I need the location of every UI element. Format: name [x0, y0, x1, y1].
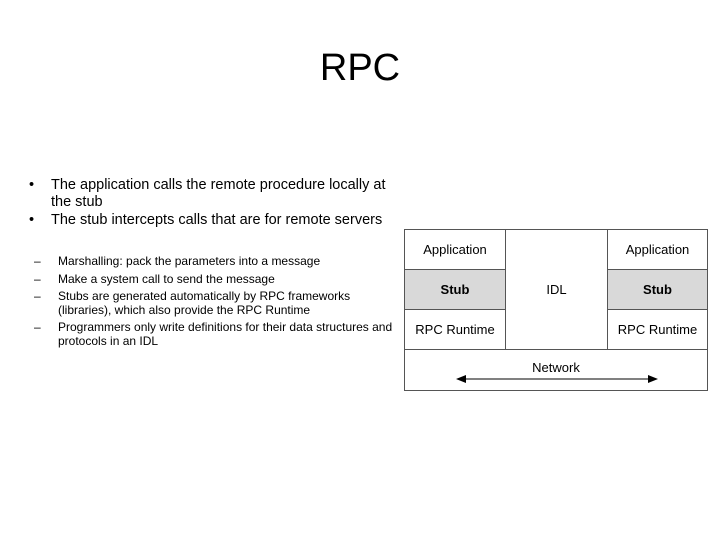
- sub-bullet-item: –Programmers only write definitions for …: [34, 320, 393, 348]
- right-rpc-runtime-box: RPC Runtime: [607, 309, 708, 350]
- slide-title: RPC: [319, 47, 401, 89]
- network-arrow-icon: [456, 375, 658, 383]
- idl-box: IDL: [505, 229, 608, 350]
- network-label: Network: [532, 360, 580, 375]
- bullet-item: •The stub intercepts calls that are for …: [29, 212, 383, 228]
- sub-bullet-item: –Marshalling: pack the parameters into a…: [34, 254, 321, 268]
- right-application-box: Application: [607, 229, 708, 270]
- sub-bullet-text: Make a system call to send the message: [58, 271, 275, 286]
- bullet-text: The application calls the remote procedu…: [51, 177, 386, 210]
- left-rpc-runtime-box: RPC Runtime: [404, 309, 506, 350]
- rpc-diagram: Application Stub RPC Runtime IDL Applica…: [404, 229, 708, 391]
- main-bullet-list: •The application calls the remote proced…: [24, 177, 394, 230]
- sub-bullet-text: Marshalling: pack the parameters into a …: [58, 254, 321, 268]
- left-stub-box: Stub: [404, 269, 506, 310]
- sub-bullet-text: Programmers only write definitions for t…: [58, 320, 393, 348]
- sub-bullet-text: Stubs are generated automatically by RPC…: [58, 289, 351, 317]
- network-box: Network: [404, 349, 708, 391]
- bullet-item: •The application calls the remote proced…: [29, 177, 386, 210]
- sub-bullet-item: –Stubs are generated automatically by RP…: [34, 289, 351, 317]
- sub-bullet-list: –Marshalling: pack the parameters into a…: [34, 254, 394, 352]
- right-stub-box: Stub: [607, 269, 708, 310]
- sub-bullet-item: –Make a system call to send the message: [34, 271, 275, 286]
- bullet-text: The stub intercepts calls that are for r…: [51, 212, 383, 228]
- left-application-box: Application: [404, 229, 506, 270]
